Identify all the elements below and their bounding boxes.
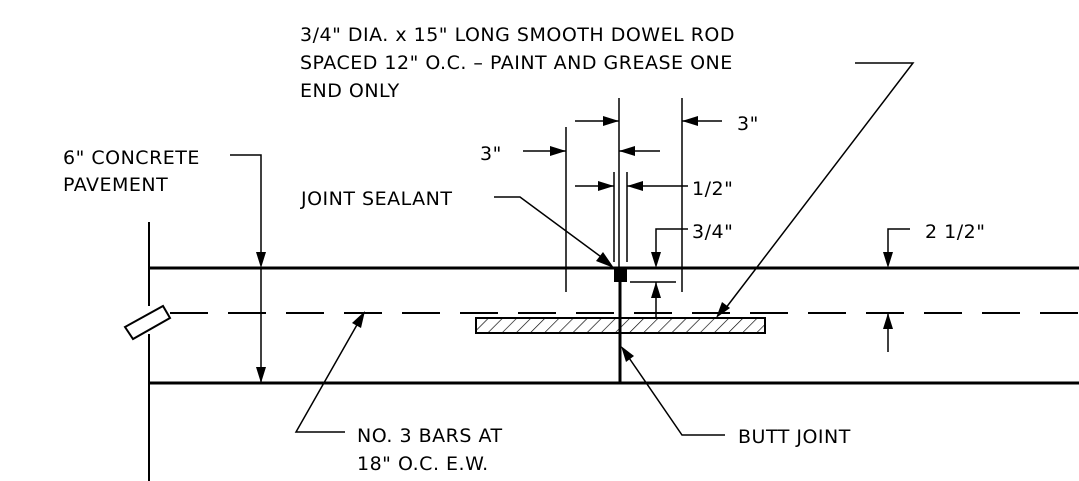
- dim-left-3in-arrowhead: [550, 146, 566, 156]
- dim-2-5-arrowhead-bottom: [883, 313, 893, 329]
- dim-3-4-leader: [655, 228, 688, 262]
- joint-sealant-label: JOINT SEALANT: [300, 188, 452, 210]
- dim-bar-depth-label: 2 1/2": [925, 221, 985, 243]
- break-symbol: [123, 304, 172, 341]
- dowel-leader: [721, 62, 915, 314]
- dowel-callout-line2: SPACED 12" O.C. – PAINT AND GREASE ONE: [300, 52, 733, 74]
- dim-2-5-leader: [887, 228, 910, 262]
- dim-sealant-depth-label: 3/4": [692, 221, 733, 243]
- dim-half-inch-arrowhead-left: [598, 181, 614, 191]
- pavement-label-line2: PAVEMENT: [63, 174, 168, 196]
- pavement-arrowhead-bottom: [256, 367, 266, 383]
- dim-half-inch-arrowhead-right: [627, 181, 643, 191]
- bars-arrowhead: [352, 311, 365, 328]
- butt-joint-arrowhead: [621, 346, 634, 362]
- pavement-label-line1: 6" CONCRETE: [63, 147, 200, 169]
- dim-2-5-arrowhead-top: [883, 252, 893, 268]
- sealant-arrowhead: [596, 252, 614, 268]
- bars-label-line2: 18" O.C. E.W.: [357, 453, 489, 475]
- dim-left-3in-label: 3": [480, 143, 502, 165]
- dim-3-4-arrowhead-bottom: [651, 282, 661, 298]
- dim-sealant-width-label: 1/2": [692, 178, 733, 200]
- dowel-callout-line1: 3/4" DIA. x 15" LONG SMOOTH DOWEL ROD: [300, 24, 735, 46]
- bars-leader: [294, 315, 363, 433]
- pavement-arrowhead-top: [256, 252, 266, 268]
- dim-left-3in-arrowhead-2: [619, 146, 635, 156]
- bars-label-line1: NO. 3 BARS AT: [357, 425, 503, 447]
- dowel-arrowhead: [716, 302, 730, 318]
- dim-right-3in-arrowhead: [682, 116, 698, 126]
- butt-joint-leader: [624, 351, 725, 436]
- dim-right-3in-label: 3": [737, 113, 759, 135]
- joint-sealant-block: [614, 268, 627, 282]
- dim-top-arrowhead: [603, 116, 619, 126]
- pavement-leader: [230, 154, 262, 262]
- dim-3-4-arrowhead-top: [651, 252, 661, 268]
- sealant-leader: [494, 196, 609, 263]
- butt-joint-label: BUTT JOINT: [738, 426, 851, 448]
- dowel-callout-line3: END ONLY: [300, 80, 400, 102]
